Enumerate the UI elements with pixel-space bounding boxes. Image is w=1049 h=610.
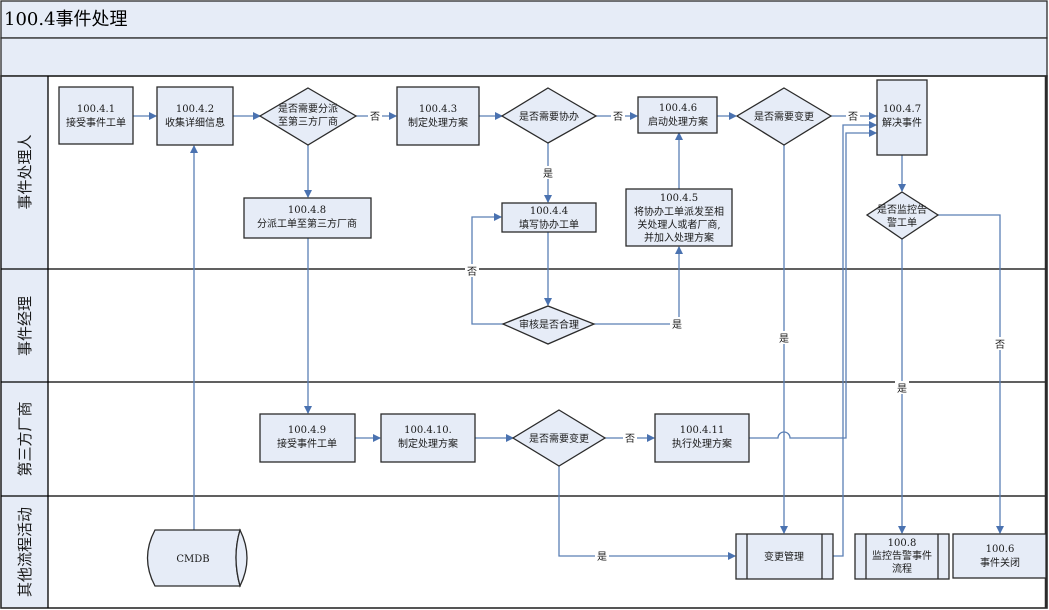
- edge-d6-change: [558, 466, 736, 560]
- node-n1[interactable]: 100.4.1 接受事件工单: [58, 86, 134, 145]
- svg-text:流程: 流程: [892, 562, 912, 575]
- svg-text:100.6: 100.6: [986, 544, 1015, 555]
- node-d4[interactable]: 是否监控告 警工单: [865, 191, 940, 240]
- edge-label-d3-no: 否: [848, 111, 858, 123]
- lane-label-other: 其他流程活动: [16, 507, 34, 597]
- svg-text:接受事件工单: 接受事件工单: [66, 116, 126, 129]
- edge-change-n7: [833, 121, 877, 557]
- svg-text:100.4.4: 100.4.4: [530, 206, 568, 217]
- node-n3[interactable]: 100.4.3 制定处理方案: [396, 86, 480, 146]
- edge-label-d1-no: 否: [370, 111, 380, 123]
- node-n4[interactable]: 100.4.4 填写协办工单: [501, 202, 597, 233]
- node-change[interactable]: 变更管理: [735, 533, 834, 580]
- edge-label-d3-yes: 是: [779, 333, 789, 345]
- svg-text:执行处理方案: 执行处理方案: [672, 437, 732, 450]
- node-cmdb[interactable]: CMDB: [146, 528, 248, 588]
- edge-d5-n5: [594, 246, 683, 325]
- pool-header: 100.4事件处理: [0, 0, 1048, 77]
- svg-text:100.4.11: 100.4.11: [680, 425, 725, 436]
- svg-text:启动处理方案: 启动处理方案: [648, 115, 708, 128]
- svg-text:解决事件: 解决事件: [882, 116, 922, 129]
- node-n10[interactable]: 100.4.10. 制定处理方案: [380, 413, 476, 463]
- node-n7[interactable]: 100.4.7 解决事件: [876, 79, 928, 156]
- svg-text:关处理人或者厂商,: 关处理人或者厂商,: [637, 218, 720, 231]
- svg-text:制定处理方案: 制定处理方案: [408, 116, 468, 129]
- swimlanes: 事件处理人 事件经理 第三方厂商 其他流程活动: [0, 75, 1048, 609]
- svg-text:100.8: 100.8: [888, 538, 917, 549]
- edge-label-d6-yes: 是: [597, 551, 607, 563]
- edge-d4-close: [938, 214, 1004, 534]
- svg-text:100.4.5: 100.4.5: [660, 193, 698, 204]
- svg-text:100.4.10.: 100.4.10.: [404, 425, 452, 436]
- edge-labels: 否 否 是 否 是 否 是 是 否 否 是: [368, 109, 1007, 563]
- node-n5[interactable]: 100.4.5 将协办工单派发至相 关处理人或者厂商, 并加入处理方案: [625, 188, 733, 247]
- svg-text:填写协办工单: 填写协办工单: [519, 218, 579, 231]
- node-mon[interactable]: 100.8 监控告警事件 流程: [854, 533, 950, 580]
- svg-text:至第三方厂商: 至第三方厂商: [278, 115, 338, 128]
- svg-text:100.4.9: 100.4.9: [288, 425, 326, 436]
- node-d6[interactable]: 是否需要变更: [511, 409, 607, 467]
- svg-text:监控告警事件: 监控告警事件: [872, 549, 932, 562]
- svg-text:并加入处理方案: 并加入处理方案: [644, 231, 714, 244]
- node-n6[interactable]: 100.4.6 启动处理方案: [637, 96, 718, 134]
- svg-text:收集详细信息: 收集详细信息: [165, 116, 225, 129]
- svg-text:100.4.1: 100.4.1: [77, 104, 115, 115]
- svg-text:分派工单至第三方厂商: 分派工单至第三方厂商: [257, 217, 357, 230]
- svg-text:接受事件工单: 接受事件工单: [277, 437, 337, 450]
- edge-label-d2-yes: 是: [543, 168, 553, 180]
- node-close[interactable]: 100.6 事件关闭: [952, 533, 1047, 579]
- svg-text:CMDB: CMDB: [176, 554, 209, 565]
- node-d5[interactable]: 审核是否合理: [501, 305, 596, 345]
- svg-text:是否需要分派: 是否需要分派: [278, 103, 338, 115]
- edge-label-d5-yes: 是: [672, 319, 682, 331]
- svg-text:是否需要协办: 是否需要协办: [519, 110, 579, 123]
- lane-label-manager: 事件经理: [16, 296, 34, 356]
- svg-text:是否需要变更: 是否需要变更: [529, 432, 589, 445]
- diagram-title: 100.4事件处理: [4, 9, 128, 30]
- lane-label-handler: 事件处理人: [16, 134, 34, 209]
- svg-text:100.4.3: 100.4.3: [419, 104, 457, 115]
- edge-label-d2-no: 否: [613, 111, 623, 123]
- svg-text:是否监控告: 是否监控告: [877, 203, 927, 216]
- svg-text:100.4.7: 100.4.7: [883, 104, 921, 115]
- svg-text:审核是否合理: 审核是否合理: [519, 318, 579, 331]
- svg-text:将协办工单派发至相: 将协办工单派发至相: [634, 205, 724, 218]
- svg-text:100.4.2: 100.4.2: [176, 104, 214, 115]
- node-n11[interactable]: 100.4.11 执行处理方案: [654, 413, 750, 463]
- svg-text:制定处理方案: 制定处理方案: [398, 437, 458, 450]
- svg-text:警工单: 警工单: [887, 216, 917, 229]
- svg-text:100.4.8: 100.4.8: [288, 205, 326, 216]
- node-n9[interactable]: 100.4.9 接受事件工单: [259, 413, 356, 463]
- edge-label-d5-no: 否: [467, 266, 477, 278]
- lane-label-vendor: 第三方厂商: [16, 401, 34, 476]
- node-n2[interactable]: 100.4.2 收集详细信息: [156, 86, 234, 146]
- edge-label-d6-no: 否: [625, 433, 635, 445]
- node-d2[interactable]: 是否需要协办: [500, 87, 598, 144]
- edge-label-d4-no: 否: [995, 339, 1005, 351]
- svg-text:变更管理: 变更管理: [764, 550, 804, 563]
- node-n8[interactable]: 100.4.8 分派工单至第三方厂商: [243, 197, 372, 239]
- edge-label-d4-yes: 是: [897, 383, 907, 395]
- svg-text:事件关闭: 事件关闭: [980, 556, 1020, 569]
- svg-text:是否需要变更: 是否需要变更: [754, 110, 814, 123]
- svg-text:100.4.6: 100.4.6: [659, 103, 697, 114]
- node-d3[interactable]: 是否需要变更: [735, 87, 833, 146]
- node-d1[interactable]: 是否需要分派 至第三方厂商: [258, 87, 358, 146]
- edge-n11-n7: [749, 129, 877, 439]
